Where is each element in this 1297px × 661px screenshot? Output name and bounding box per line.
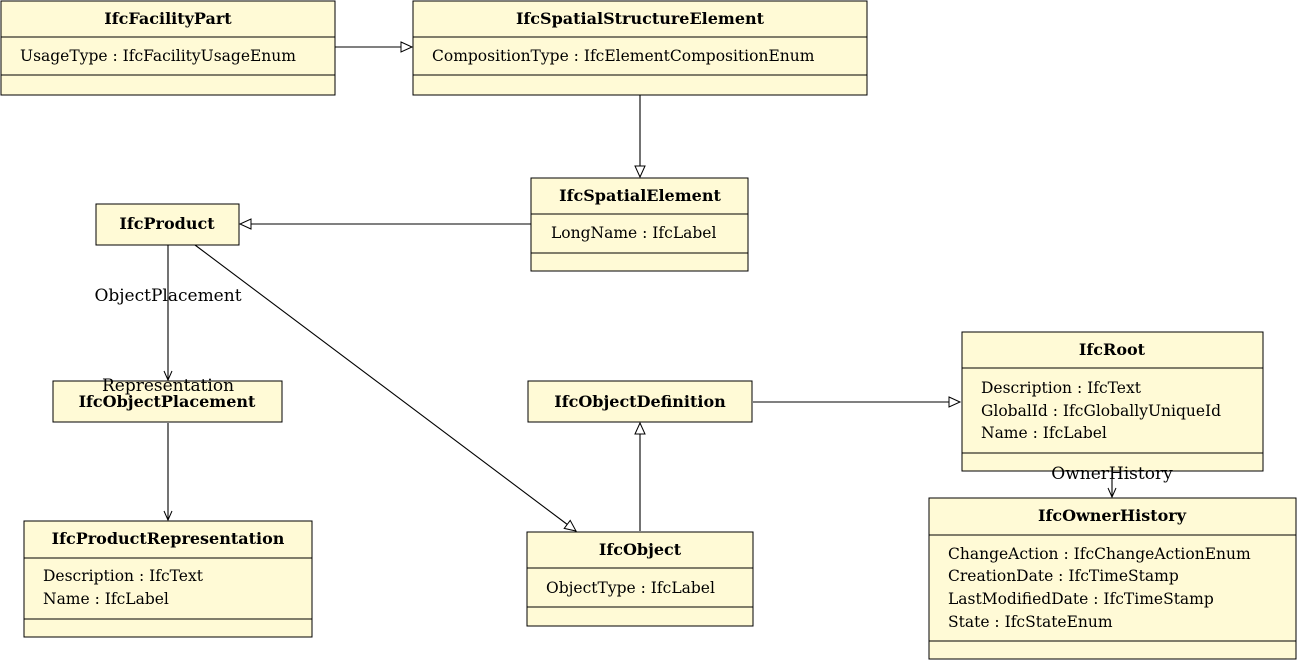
- class-name: IfcObjectDefinition: [554, 392, 726, 411]
- class-attribute: Description : IfcText: [981, 379, 1142, 397]
- class-ifcroot: IfcRoot Description : IfcText GlobalId :…: [961, 331, 1264, 472]
- class-ifcobjectplacement: IfcObjectPlacement: [52, 380, 283, 423]
- class-attribute: Name : IfcLabel: [43, 590, 169, 608]
- class-attribute: Name : IfcLabel: [981, 424, 1107, 442]
- label-objectplacement: ObjectPlacement: [94, 286, 241, 306]
- class-ifcspatialelement: IfcSpatialElement LongName : IfcLabel: [530, 177, 749, 272]
- class-attribute: ObjectType : IfcLabel: [546, 579, 715, 597]
- label-representation: Representation: [102, 376, 234, 396]
- class-name: IfcObject: [599, 540, 682, 559]
- class-name: IfcObjectPlacement: [79, 392, 256, 411]
- class-name: IfcProductRepresentation: [52, 529, 285, 548]
- class-name: IfcOwnerHistory: [1038, 506, 1187, 525]
- class-attribute: CreationDate : IfcTimeStamp: [948, 567, 1179, 585]
- class-name: IfcFacilityPart: [104, 9, 232, 28]
- class-ifcobject: IfcObject ObjectType : IfcLabel: [526, 531, 754, 627]
- class-attribute: ChangeAction : IfcChangeActionEnum: [948, 545, 1251, 563]
- class-attribute: GlobalId : IfcGloballyUniqueId: [981, 402, 1221, 420]
- edge-labels: ObjectPlacement Representation OwnerHist…: [94, 286, 1173, 484]
- class-ifcproduct: IfcProduct: [95, 203, 240, 246]
- class-ifcobjectdefinition: IfcObjectDefinition: [527, 380, 753, 423]
- class-name: IfcProduct: [119, 214, 215, 233]
- class-attribute: LongName : IfcLabel: [551, 224, 716, 242]
- edges: [163, 41, 1117, 532]
- class-name: IfcRoot: [1079, 340, 1146, 359]
- class-ifcspatialstructureelement: IfcSpatialStructureElement CompositionTy…: [412, 0, 868, 96]
- class-attribute: Description : IfcText: [43, 567, 204, 585]
- class-attribute: LastModifiedDate : IfcTimeStamp: [948, 590, 1214, 608]
- generalization-product-to-object: [194, 244, 577, 532]
- class-ifcproductrepresentation: IfcProductRepresentation Description : I…: [23, 520, 313, 638]
- class-attribute: CompositionType : IfcElementCompositionE…: [432, 47, 815, 65]
- class-ifcownerhistory: IfcOwnerHistory ChangeAction : IfcChange…: [928, 497, 1297, 660]
- class-name: IfcSpatialStructureElement: [516, 9, 765, 28]
- class-attribute: State : IfcStateEnum: [948, 613, 1113, 631]
- class-name: IfcSpatialElement: [559, 186, 721, 205]
- label-ownerhistory: OwnerHistory: [1051, 464, 1173, 484]
- class-ifcfacilitypart: IfcFacilityPart UsageType : IfcFacilityU…: [0, 0, 336, 96]
- class-attribute: UsageType : IfcFacilityUsageEnum: [20, 47, 296, 65]
